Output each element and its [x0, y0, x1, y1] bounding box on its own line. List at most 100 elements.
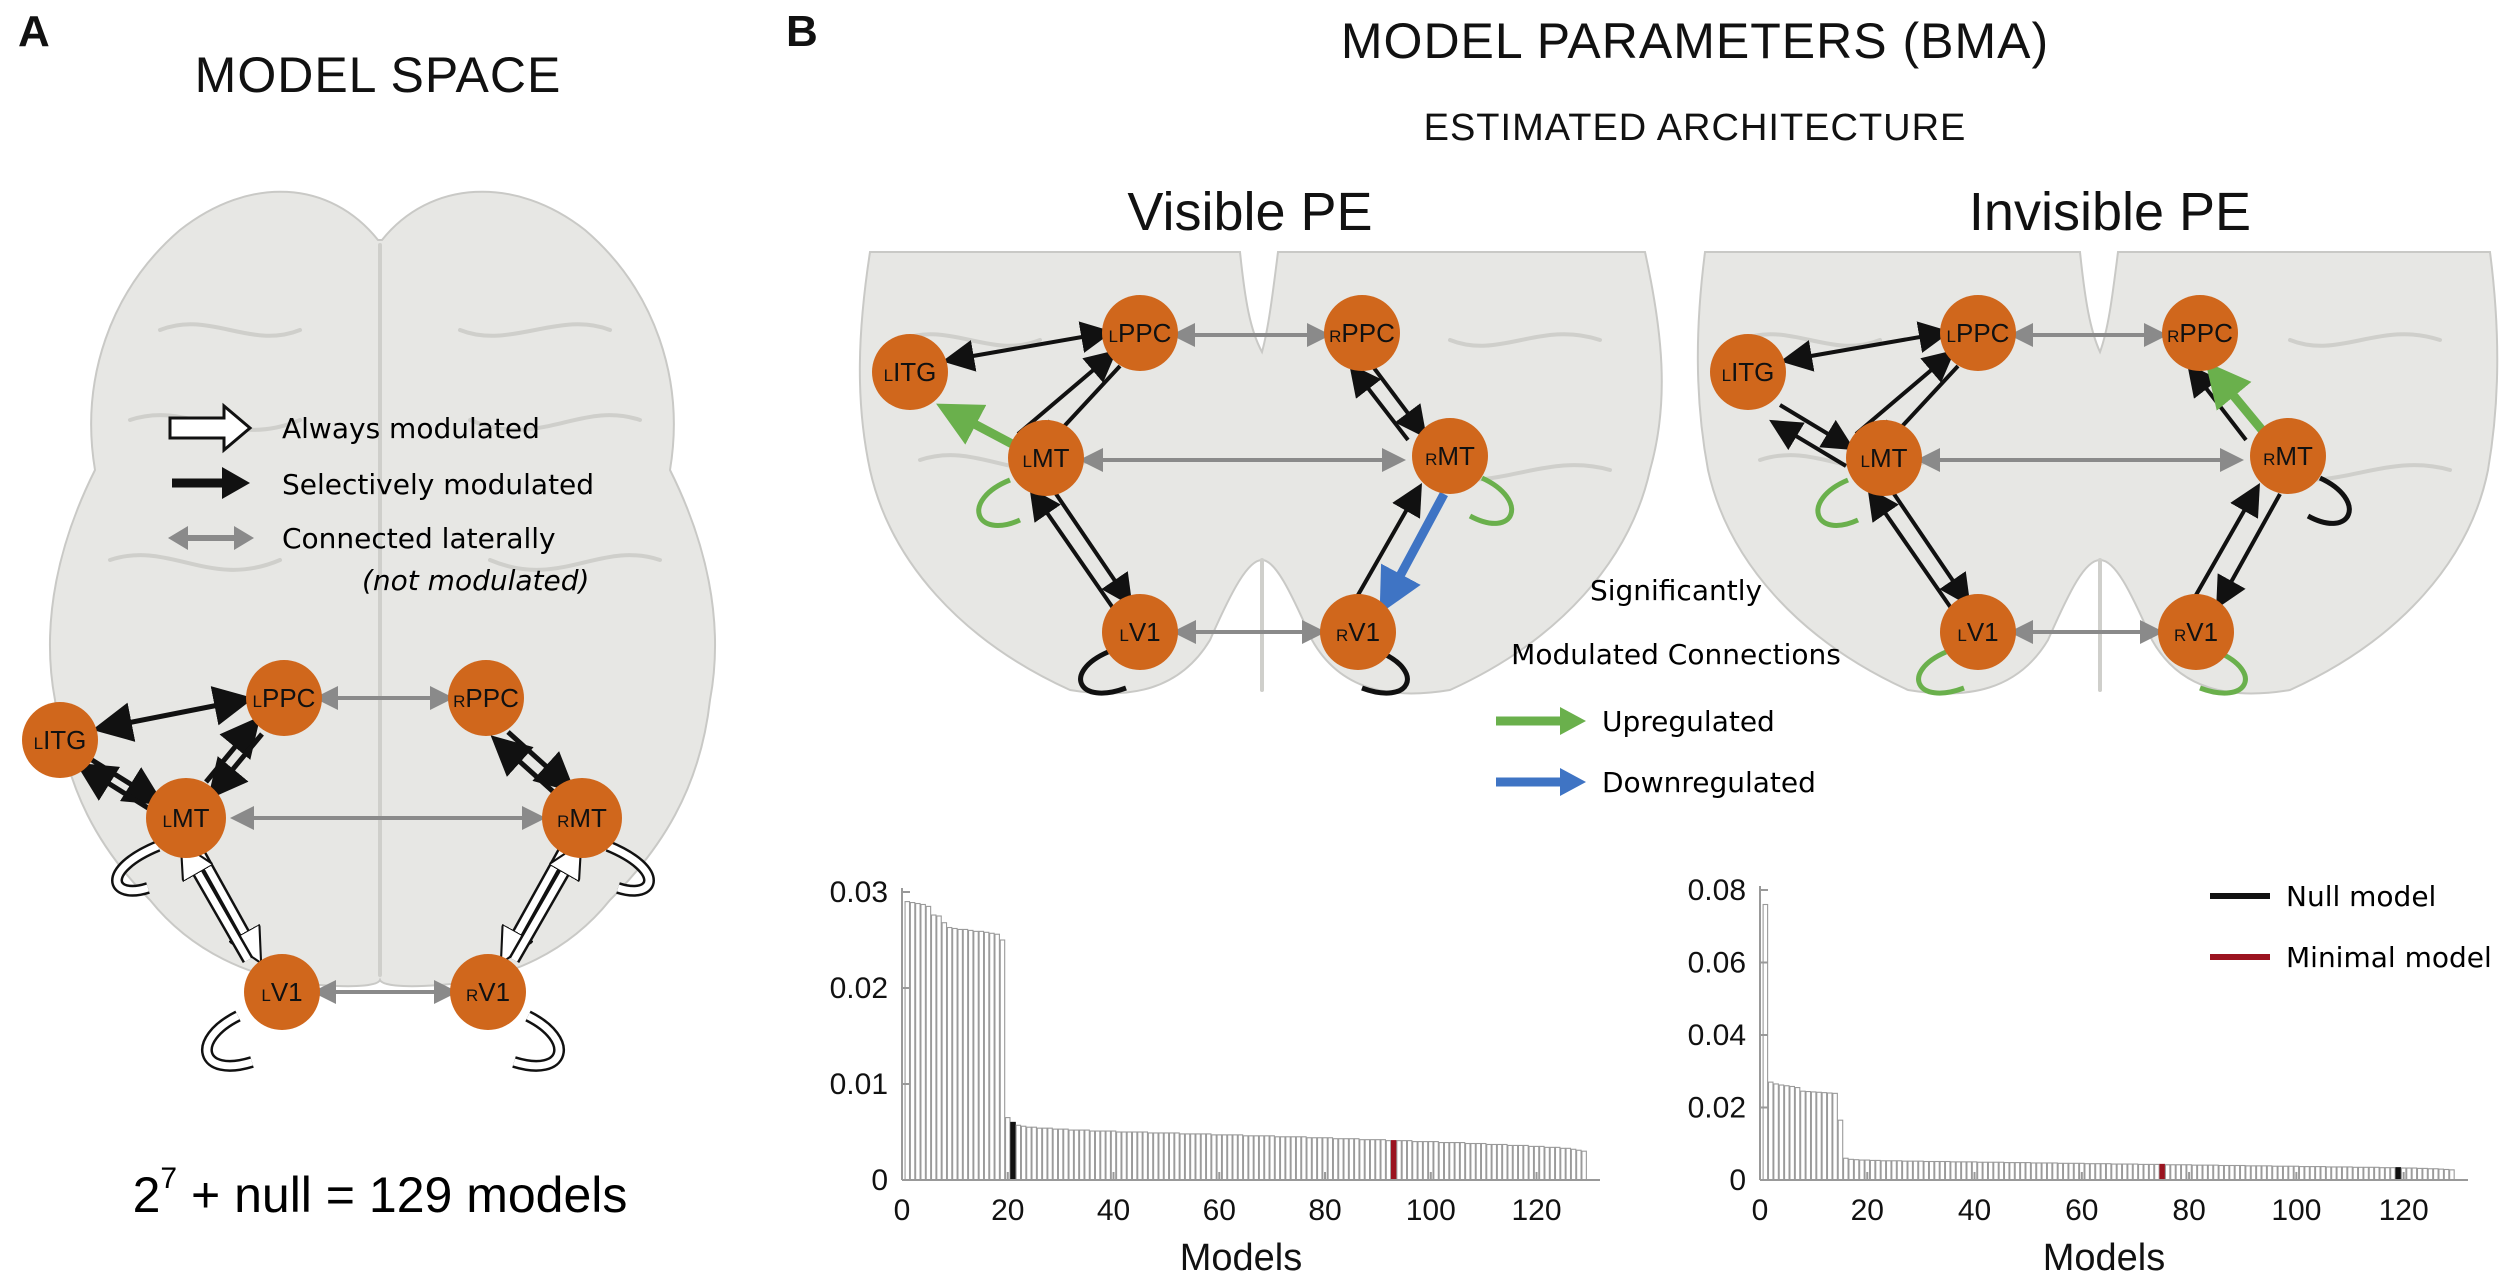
bar-model-47 [2009, 1162, 2015, 1181]
bar-model-19 [1859, 1159, 1865, 1181]
svg-text:RPPC: RPPC [453, 683, 519, 713]
bar-model-23 [1020, 1125, 1027, 1181]
bar-model-87 [1359, 1139, 1365, 1181]
bar-model-112 [2357, 1166, 2364, 1181]
bar-model-68 [2121, 1163, 2128, 1181]
bar-model-59 [2073, 1162, 2080, 1181]
bar-model-114 [2368, 1166, 2375, 1181]
bar-model-103 [2309, 1166, 2316, 1181]
bar-model-8 [1800, 1090, 1806, 1181]
bar-model-92 [2250, 1165, 2257, 1181]
bar-model-90 [1375, 1139, 1381, 1181]
invisible-pe-title: Invisible PE [1969, 182, 2251, 242]
bar-model-69 [1264, 1135, 1270, 1181]
bar-model-125 [2427, 1168, 2434, 1181]
bar-model-78 [2175, 1164, 2182, 1181]
svg-text:LITG: LITG [1722, 357, 1775, 387]
bar-model-109 [2341, 1166, 2348, 1181]
bar-model-31 [1063, 1128, 1069, 1181]
bar-model-33 [1073, 1129, 1080, 1181]
bar-model-124 [1554, 1146, 1561, 1181]
significance-legend: Significantly Modulated Connections Upre… [1496, 574, 1841, 799]
bar-model-117 [1517, 1144, 1524, 1181]
bar-model-53 [1179, 1133, 1186, 1181]
node-l-itg: LITG [22, 702, 98, 778]
bar-model-75 [1295, 1136, 1302, 1181]
bar-model-3 [1773, 1083, 1779, 1181]
legend-not-modulated: (not modulated) [362, 564, 589, 597]
bar-model-96 [1406, 1140, 1413, 1181]
bar-model-32 [1068, 1129, 1074, 1181]
bar-model-21 [1010, 1121, 1016, 1181]
legend-upregulated: Upregulated [1602, 705, 1775, 738]
bar-model-109 [1475, 1142, 1482, 1181]
bar-model-15 [978, 930, 985, 1181]
model-count-formula: 27 + null = 129 models [133, 1162, 628, 1223]
bar-model-29 [1052, 1128, 1059, 1181]
bar-model-13 [1826, 1092, 1833, 1181]
bar-model-57 [1200, 1133, 1207, 1181]
bar-model-127 [1570, 1148, 1577, 1181]
y-tick-label: 0.08 [1688, 874, 1746, 907]
bar-model-88 [1364, 1139, 1371, 1181]
bar-model-59 [1211, 1134, 1217, 1181]
bar-model-118 [1523, 1144, 1529, 1181]
bar-model-110 [1480, 1142, 1487, 1181]
svg-text:LITG: LITG [884, 357, 937, 387]
bar-model-86 [1353, 1138, 1360, 1181]
svg-text:LPPC: LPPC [253, 683, 316, 713]
bar-model-77 [1306, 1137, 1312, 1181]
bar-model-1 [904, 901, 911, 1181]
bar-model-35 [1944, 1160, 1951, 1181]
bar-model-74 [1290, 1136, 1297, 1181]
node-r-mt: RMT [542, 778, 622, 858]
bar-model-113 [2363, 1166, 2369, 1181]
bar-model-15 [1837, 1119, 1844, 1181]
bar-model-96 [2272, 1165, 2278, 1181]
legend-always-modulated: Always modulated [282, 412, 540, 445]
bar-model-41 [1977, 1161, 1983, 1181]
bar-model-112 [1491, 1143, 1498, 1181]
svg-text:RMT: RMT [1425, 441, 1475, 471]
bar-model-103 [1443, 1142, 1450, 1181]
bar-model-19 [999, 939, 1006, 1181]
bar-model-122 [1544, 1146, 1550, 1181]
node-r-v1: RV1 [450, 954, 526, 1030]
lateral-connection-arrow-icon [168, 526, 254, 550]
svg-text:RMT: RMT [557, 803, 607, 833]
bar-model-87 [2223, 1164, 2230, 1181]
bar-model-38 [1100, 1130, 1106, 1181]
bar-model-119 [2395, 1167, 2402, 1181]
bar-model-56 [1195, 1133, 1201, 1181]
bar-model-26 [1036, 1127, 1043, 1181]
bar-model-64 [2100, 1163, 2107, 1181]
bar-model-49 [1158, 1132, 1164, 1181]
bar-model-111 [2352, 1166, 2359, 1181]
bar-model-123 [1549, 1146, 1556, 1181]
bar-model-25 [1891, 1160, 1897, 1181]
bar-model-82 [2197, 1164, 2203, 1181]
bar-model-22 [1875, 1159, 1881, 1181]
panel-a-title: MODEL SPACE [195, 47, 562, 103]
i-node-r-ppc: RPPC [2162, 295, 2238, 371]
node-r-ppc: RPPC [448, 660, 524, 736]
bar-model-28 [1047, 1127, 1053, 1181]
bar-model-119 [1528, 1145, 1535, 1181]
bar-model-128 [1576, 1149, 1582, 1181]
bar-model-16 [1843, 1157, 1849, 1181]
bar-model-106 [1459, 1142, 1466, 1181]
bar-model-23 [1880, 1160, 1887, 1181]
x-tick-label: 80 [2172, 1194, 2205, 1227]
always-modulated-arrow-icon [168, 402, 253, 454]
bar-model-79 [2180, 1164, 2187, 1181]
bar-model-42 [1982, 1161, 1989, 1181]
bar-model-66 [2111, 1163, 2117, 1181]
svg-text:LMT: LMT [1022, 443, 1069, 473]
bar-model-7 [1794, 1087, 1801, 1181]
bar-model-83 [1338, 1138, 1344, 1181]
x-tick-label: 60 [2065, 1194, 2098, 1227]
bar-model-14 [973, 930, 979, 1181]
bar-model-82 [1332, 1138, 1339, 1181]
bar-model-63 [1232, 1134, 1238, 1181]
bar-model-76 [1301, 1136, 1307, 1181]
